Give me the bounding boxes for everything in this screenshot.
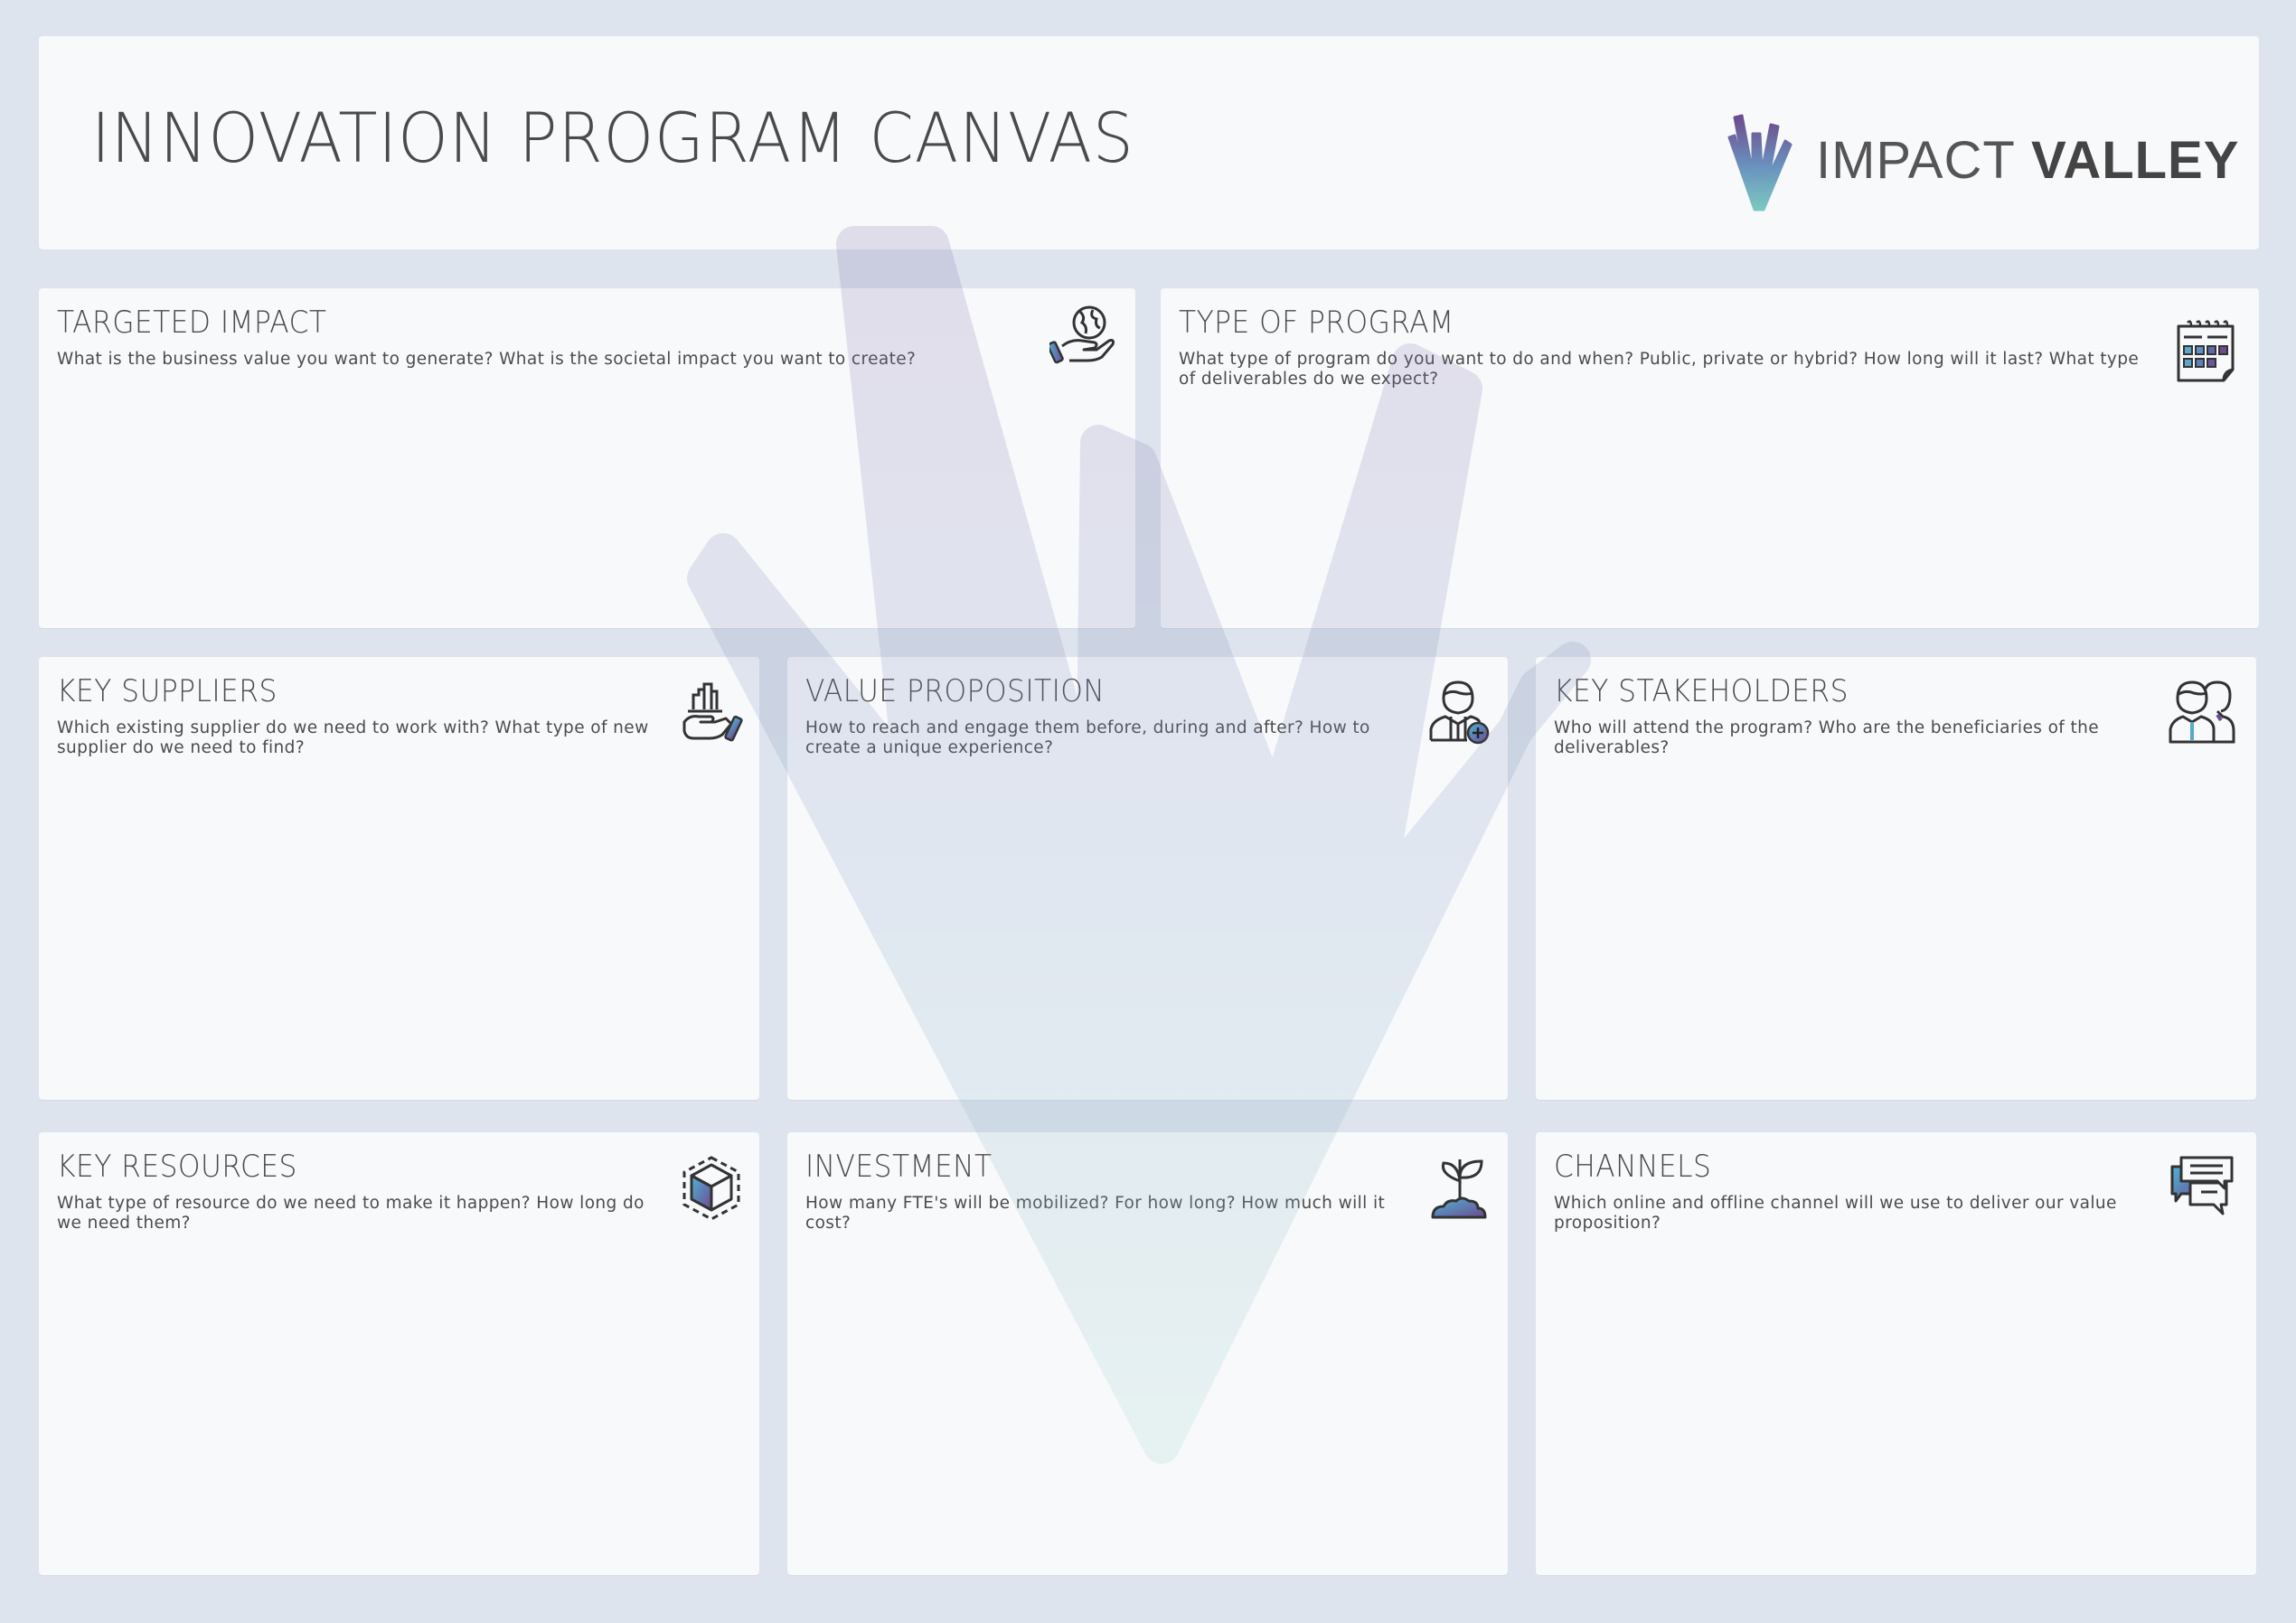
block-title: KEY RESOURCES [57,1149,297,1185]
block-title: TARGETED IMPACT [57,305,327,341]
calendar-icon [2177,320,2235,382]
block-description: How to reach and engage them before, dur… [805,718,1370,757]
cube-icon [682,1156,740,1221]
block-description: What type of program do you want to do a… [1179,350,2140,389]
hand-globe-icon [1049,305,1115,364]
impact-valley-logo: IMPACT VALLEY [1718,92,2239,228]
block-investment[interactable]: INVESTMENT How many FTE's will be mobili… [787,1132,1508,1575]
block-value-proposition[interactable]: VALUE PROPOSITION How to reach and engag… [787,657,1508,1100]
page-title: INNOVATION PROGRAM CANVAS [91,98,1134,178]
hand-logo-icon [1727,114,1793,211]
hand-building-icon [682,682,743,742]
block-title: KEY SUPPLIERS [57,673,278,709]
block-title: TYPE OF PROGRAM [1179,305,1454,341]
two-users-icon [2169,680,2235,744]
block-title: VALUE PROPOSITION [805,673,1106,709]
block-description: Who will attend the program? Who are the… [1554,718,2100,757]
canvas-header: INNOVATION PROGRAM CANVAS IMPACT VALLEY [39,36,2259,249]
block-description: What is the business value you want to g… [57,350,917,369]
block-title: INVESTMENT [805,1149,993,1185]
block-key-stakeholders[interactable]: KEY STAKEHOLDERS Who will attend the pro… [1536,657,2256,1100]
block-type-of-program[interactable]: TYPE OF PROGRAM What type of program do … [1161,288,2259,628]
chat-bubbles-icon [2170,1156,2234,1215]
block-description: Which existing supplier do we need to wo… [57,718,649,757]
block-key-suppliers[interactable]: KEY SUPPLIERS Which existing supplier do… [39,657,759,1100]
block-key-resources[interactable]: KEY RESOURCES What type of resource do w… [39,1132,759,1575]
block-title: CHANNELS [1554,1149,1712,1185]
logo-text: IMPACT VALLEY [1816,130,2240,190]
plant-icon [1431,1159,1487,1219]
block-targeted-impact[interactable]: TARGETED IMPACT What is the business val… [39,288,1135,628]
block-channels[interactable]: CHANNELS Which online and offline channe… [1536,1132,2256,1575]
block-description: What type of resource do we need to make… [57,1194,645,1233]
block-title: KEY STAKEHOLDERS [1554,673,1849,709]
block-description: How many FTE's will be mobilized? For ho… [805,1194,1386,1233]
block-description: Which online and offline channel will we… [1554,1194,2117,1233]
user-add-icon [1429,680,1490,745]
